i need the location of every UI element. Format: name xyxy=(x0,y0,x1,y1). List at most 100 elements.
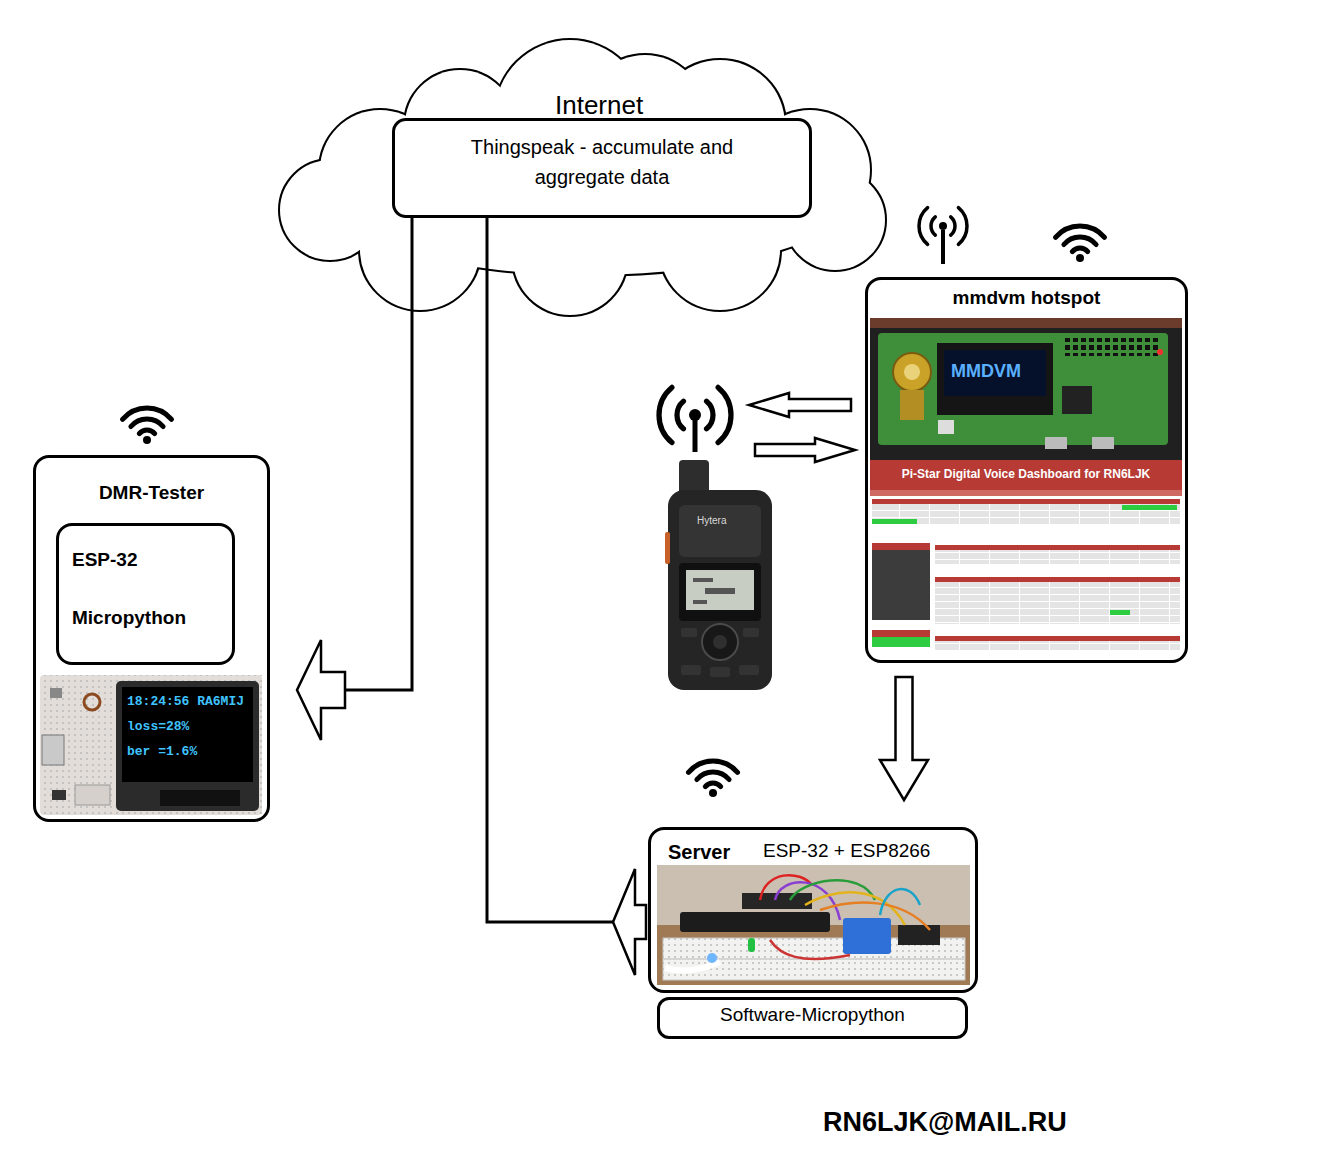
cloud-outline xyxy=(513,201,627,315)
block-arrow xyxy=(297,640,345,740)
block-arrow xyxy=(613,869,646,975)
block-arrow xyxy=(880,677,928,800)
breadboard-photo xyxy=(657,865,970,985)
hotspot-photo xyxy=(870,318,1182,460)
tester-board-photo xyxy=(40,675,262,815)
tester-board-photo xyxy=(40,675,262,815)
dashboard-screenshot xyxy=(872,504,1180,525)
display-text: 18:24:56 RA6MIJ xyxy=(127,694,244,710)
module-text: Micropython xyxy=(72,607,186,630)
dashboard-screenshot xyxy=(872,637,930,647)
software-box: Software-Micropython xyxy=(657,997,968,1039)
breadboard-photo xyxy=(775,882,840,920)
breadboard-photo xyxy=(657,925,970,985)
tester-board-photo xyxy=(50,688,62,698)
hotspot-photo xyxy=(904,364,920,380)
dashboard-screenshot xyxy=(935,636,1180,641)
hotspot-photo xyxy=(1092,437,1114,449)
hotspot-photo xyxy=(938,420,954,434)
service-box: Thingspeak - accumulate and aggregate da… xyxy=(392,118,812,218)
radio-illustration xyxy=(686,570,754,610)
cloud-outline xyxy=(513,201,627,315)
radio-illustration xyxy=(668,490,772,690)
hotspot-photo xyxy=(944,350,1046,396)
dashboard-screenshot xyxy=(870,460,1182,490)
contact-email: RN6LJK@MAIL.RU xyxy=(823,1106,1067,1138)
breadboard-photo xyxy=(707,953,717,963)
hotspot-photo xyxy=(937,343,1053,415)
tester-board-photo xyxy=(52,790,66,800)
cloud-outline xyxy=(280,40,885,315)
brand-text: Hytera xyxy=(697,515,726,527)
radio-illustration xyxy=(705,588,735,594)
dashboard-screenshot xyxy=(935,582,1180,624)
wifi-icon xyxy=(1056,226,1105,262)
dashboard-screenshot xyxy=(870,460,1182,655)
dashboard-title: Pi-Star Digital Voice Dashboard for RN6L… xyxy=(870,467,1182,481)
device-title: mmdvm hotspot xyxy=(868,287,1185,310)
device-box: DMR-TesterESP-32Micropython xyxy=(33,455,270,822)
display-text: loss=28% xyxy=(127,719,189,735)
connector xyxy=(755,438,855,462)
hotspot-photo xyxy=(878,333,1168,445)
tester-board-photo xyxy=(40,675,262,815)
cloud-shape: InternetThingspeak - accumulate and aggr… xyxy=(270,40,895,318)
tester-board-photo xyxy=(160,790,240,806)
dashboard-screenshot xyxy=(872,499,1180,504)
wifi-icon xyxy=(123,408,172,444)
breadboard-photo xyxy=(805,892,905,925)
service-text: Thingspeak - accumulate and aggregate da… xyxy=(437,132,767,192)
device-title: DMR-Tester xyxy=(36,482,267,505)
breadboard-photo xyxy=(843,918,891,954)
radio-device: Hytera xyxy=(665,460,775,692)
dashboard-screenshot xyxy=(935,550,1180,564)
connector xyxy=(749,393,851,417)
radio-illustration xyxy=(679,505,761,557)
connector xyxy=(487,218,646,975)
wifi-icon xyxy=(689,761,738,797)
radio-illustration xyxy=(679,563,761,621)
tester-board-photo xyxy=(84,694,100,710)
dashboard-screenshot xyxy=(1110,610,1130,615)
radio-illustration xyxy=(710,667,730,677)
radio-illustration xyxy=(681,665,701,675)
radio-illustration xyxy=(693,578,713,582)
breadboard-photo xyxy=(665,962,720,970)
breadboard-photo xyxy=(898,925,940,945)
radio-illustration xyxy=(693,600,707,604)
device-box: Server ESP-32 + ESP8266 xyxy=(648,827,978,993)
breadboard-photo xyxy=(770,940,850,959)
block-arrow xyxy=(755,438,855,462)
radio-illustration xyxy=(713,635,727,649)
hotspot-photo xyxy=(893,353,931,391)
hotspot-photo xyxy=(1062,386,1092,414)
dashboard-screenshot xyxy=(872,630,930,637)
device-title: Server xyxy=(668,840,730,864)
breadboard-photo xyxy=(748,938,755,952)
radio-illustration xyxy=(665,532,670,564)
tester-board-photo xyxy=(75,785,110,805)
dashboard-screenshot xyxy=(1122,505,1177,510)
dashboard-screenshot xyxy=(935,545,1180,550)
cloud-title: Internet xyxy=(555,90,643,121)
connector-line xyxy=(487,218,613,922)
connector xyxy=(297,218,412,740)
hotspot-photo xyxy=(1045,437,1067,449)
dashboard-screenshot xyxy=(870,490,1182,496)
module-box: ESP-32Micropython xyxy=(56,523,235,665)
hotspot-photo xyxy=(1062,338,1158,356)
tester-board-photo xyxy=(116,681,259,811)
device-subtitle: ESP-32 + ESP8266 xyxy=(763,840,930,863)
radio-illustration xyxy=(702,624,738,660)
breadboard-photo xyxy=(680,912,830,932)
antenna-mast xyxy=(941,230,945,264)
hotspot-photo xyxy=(900,390,924,420)
breadboard-photo xyxy=(880,889,920,915)
breadboard-photo xyxy=(760,875,930,959)
antenna-mast xyxy=(693,420,698,452)
module-text: ESP-32 xyxy=(72,549,137,572)
breadboard-photo xyxy=(790,880,875,900)
tester-board-photo xyxy=(42,735,64,765)
block-arrow xyxy=(749,393,851,417)
